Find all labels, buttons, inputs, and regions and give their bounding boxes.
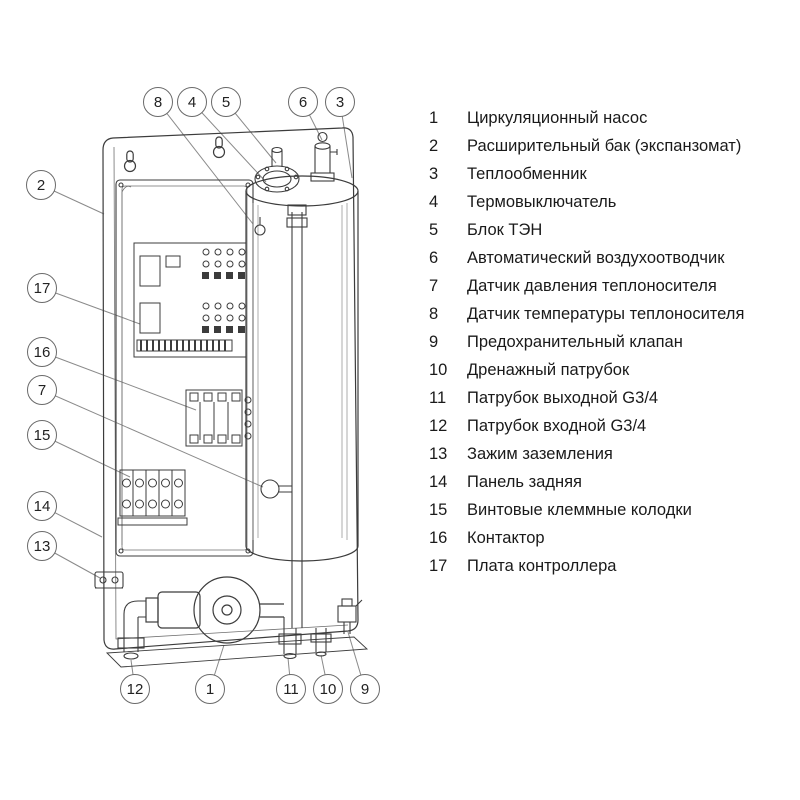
legend-item-label: Патрубок выходной G3/4 [467,389,659,407]
callout-4: 4 [177,87,207,117]
callout-14: 14 [27,491,57,521]
callout-17: 17 [27,273,57,303]
outlet-fitting [278,617,302,660]
legend-item: 2 Расширительный бак (экспанзомат) [429,132,789,160]
legend-item-label: Панель задняя [467,473,582,491]
legend-item: 14 Панель задняя [429,468,789,496]
callout-12: 12 [120,674,150,704]
callout-13: 13 [27,531,57,561]
legend-item: 10 Дренажный патрубок [429,356,789,384]
heat-exchanger-tank [245,175,359,562]
circulation-pump [145,576,284,644]
legend-item-label: Зажим заземления [467,445,613,463]
legend-item-number: 17 [429,557,448,575]
leader-lines [40,101,366,690]
legend-item: 15 Винтовые клеммные колодки [429,496,789,524]
callout-11: 11 [276,674,306,704]
legend-item-number: 16 [429,529,448,547]
legend-item-label: Циркуляционный насос [467,109,648,127]
callout-3: 3 [325,87,355,117]
legend-item-number: 4 [429,193,439,211]
pressure-sensor [260,479,280,499]
legend-item-number: 5 [429,221,439,239]
callout-16: 16 [27,337,57,367]
legend-item-number: 15 [429,501,448,519]
legend-item: 7 Датчик давления теплоносителя [429,272,789,300]
legend-item-number: 12 [429,417,448,435]
legend-item-number: 10 [429,361,448,379]
safety-valve [337,598,363,634]
callout-1: 1 [195,674,225,704]
terminal-blocks [117,469,188,526]
temperature-sensor [254,217,266,236]
controller-board [133,242,247,358]
legend-item-label: Термовыключатель [467,193,617,211]
heating-element-flange [254,146,300,193]
contactor [185,389,252,447]
legend-item: 17 Плата контроллера [429,552,789,580]
legend-item-label: Автоматический воздухоотводчик [467,249,725,267]
legend-item-number: 9 [429,333,439,351]
legend-item-label: Расширительный бак (экспанзомат) [467,137,742,155]
callout-5: 5 [211,87,241,117]
legend-item: 8 Датчик температуры теплоносителя [429,300,789,328]
legend-item: 12 Патрубок входной G3/4 [429,412,789,440]
callout-2: 2 [26,170,56,200]
legend-item-label: Блок ТЭН [467,221,543,239]
legend-item-number: 8 [429,305,439,323]
legend-item-label: Контактор [467,529,545,547]
legend-item: 4 Термовыключатель [429,188,789,216]
legend-item-label: Датчик давления теплоносителя [467,277,717,295]
legend-item: 3 Теплообменник [429,160,789,188]
outlet-pipe [260,204,308,628]
legend-item-label: Теплообменник [467,165,587,183]
legend-item-number: 1 [429,109,439,127]
callout-15: 15 [27,420,57,450]
legend-item-number: 6 [429,249,439,267]
legend-item-label: Датчик температуры теплоносителя [467,305,745,323]
legend-item: 11 Патрубок выходной G3/4 [429,384,789,412]
legend-item: 13 Зажим заземления [429,440,789,468]
air-vent [310,131,338,182]
back-panel [102,127,359,650]
ground-clamp [94,571,124,589]
callout-8: 8 [143,87,173,117]
callout-9: 9 [350,674,380,704]
legend-item-number: 3 [429,165,439,183]
legend-item-label: Плата контроллера [467,557,617,575]
legend-item: 9 Предохранительный клапан [429,328,789,356]
legend-item-number: 14 [429,473,448,491]
legend-item: 6 Автоматический воздухоотводчик [429,244,789,272]
legend-item: 1 Циркуляционный насос [429,104,789,132]
parts-legend: 1 Циркуляционный насос 2 Расширительный ба… [429,104,789,580]
legend-item-label: Патрубок входной G3/4 [467,417,647,435]
legend-item-label: Винтовые клеммные колодки [467,501,692,519]
legend-item: 16 Контактор [429,524,789,552]
legend-item: 5 Блок ТЭН [429,216,789,244]
legend-item-number: 2 [429,137,439,155]
legend-item-number: 11 [429,389,447,407]
legend-item-label: Предохранительный клапан [467,333,683,351]
base-bracket [105,636,369,668]
callout-7: 7 [27,375,57,405]
legend-item-number: 13 [429,445,448,463]
callout-6: 6 [288,87,318,117]
callout-10: 10 [313,674,343,704]
inlet-pipe [117,600,146,660]
legend-item-label: Дренажный патрубок [467,361,630,379]
legend-item-number: 7 [429,277,439,295]
